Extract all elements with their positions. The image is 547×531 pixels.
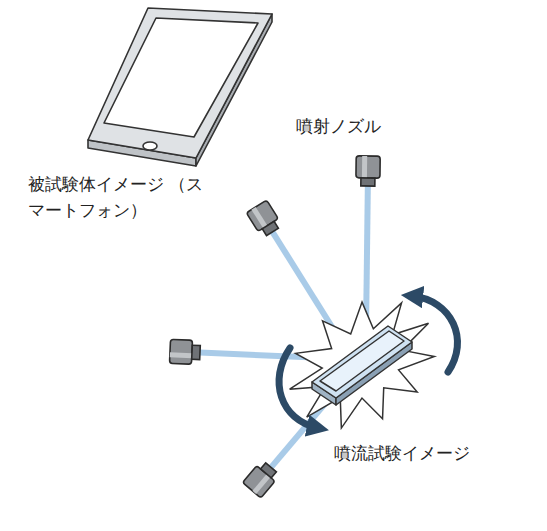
spray-nozzle [170,339,201,364]
phone-under-test [312,326,412,405]
spray-nozzle [246,200,282,238]
nozzle-label: 噴射ノズル [296,114,426,140]
impact-burst-shape [290,302,435,428]
caption-label: 被試験体イメージ （スマートフォン） [28,172,208,223]
smartphone [88,8,272,166]
caption-label: 噴流試験イメージ [334,441,534,467]
rotation-arrows [279,296,457,428]
impact-burst [290,302,435,428]
water-jet [366,186,368,332]
spray-nozzle [356,156,380,186]
spray-nozzle [242,460,280,498]
